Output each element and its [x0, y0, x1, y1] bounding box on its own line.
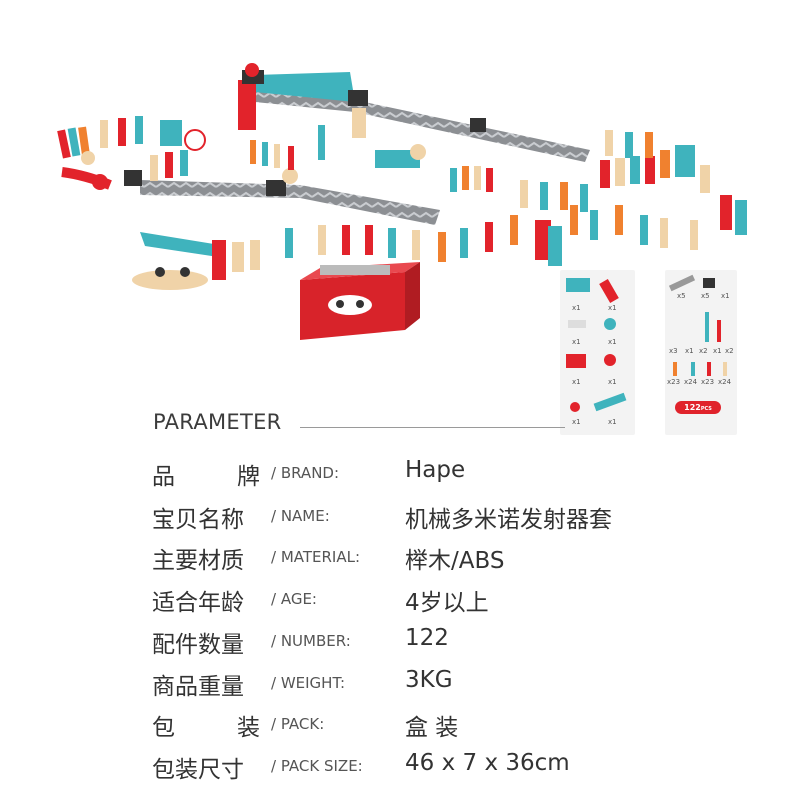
red-domino-thumb — [717, 320, 721, 342]
ball-piece-thumb — [570, 402, 580, 412]
qty-label: x23 — [667, 378, 681, 386]
section-title: PARAMETER — [153, 410, 282, 434]
ramp-piece-thumb — [599, 278, 619, 304]
param-label-en: / NUMBER: — [271, 632, 351, 650]
param-row-pack-size: 包装尺寸 / PACK SIZE: 46 x 7 x 36cm — [0, 750, 800, 788]
qty-label: x2 — [699, 347, 708, 355]
param-value: 122 — [405, 625, 449, 651]
param-label-zh: 品 牌 — [152, 457, 260, 491]
label-char: 牌 — [237, 464, 260, 490]
domino-row-lower — [232, 205, 698, 272]
param-value: 4岁以上 — [405, 590, 489, 616]
track-piece-thumb — [593, 392, 627, 412]
tall-domino-thumb — [705, 312, 709, 342]
param-label-zh: 宝贝名称 — [152, 507, 244, 533]
badge-count: 122 — [684, 403, 701, 412]
param-label-en: / BRAND: — [271, 464, 340, 482]
qty-label: x5 — [677, 292, 686, 300]
domino-row-center — [150, 125, 493, 192]
qty-label: x23 — [701, 378, 715, 386]
qty-label: x3 — [669, 347, 678, 355]
label-char: 包 — [152, 715, 175, 741]
domino-thumb — [707, 362, 711, 376]
param-label-en: / WEIGHT: — [271, 674, 346, 692]
connector-thumb — [703, 278, 715, 288]
qty-label: x1 — [608, 304, 617, 312]
divider — [300, 427, 565, 428]
param-label-zh: 适合年龄 — [152, 590, 244, 616]
param-row-number: 配件数量 / NUMBER: 122 — [0, 625, 800, 663]
param-label-zh: 商品重量 — [152, 674, 244, 700]
qty-label: x1 — [572, 338, 581, 346]
cog-piece-thumb — [604, 318, 616, 330]
pin-piece-thumb — [604, 354, 616, 366]
pieces-card-left: x1 x1 x1 x1 x1 x1 x1 x1 — [560, 270, 635, 435]
upper-ramp — [238, 63, 590, 162]
param-label-en: / PACK SIZE: — [271, 757, 363, 775]
launcher-piece-thumb — [566, 278, 590, 292]
qty-label: x1 — [572, 418, 581, 426]
param-value: 榉木/ABS — [405, 548, 505, 574]
param-label-zh: 主要材质 — [152, 548, 244, 574]
qty-label: x1 — [572, 378, 581, 386]
param-label-en: / PACK: — [271, 715, 325, 733]
qty-label: x1 — [608, 418, 617, 426]
domino-thumb — [673, 362, 677, 376]
lower-ramp — [124, 168, 440, 225]
qty-label: x24 — [718, 378, 732, 386]
param-value: 3KG — [405, 667, 453, 693]
param-label-en: / AGE: — [271, 590, 317, 608]
param-label-en: / MATERIAL: — [271, 548, 361, 566]
param-value: 机械多米诺发射器套 — [405, 507, 612, 533]
param-value: 46 x 7 x 36cm — [405, 750, 570, 776]
param-label-en: / NAME: — [271, 507, 330, 525]
product-illustration: x1 x1 x1 x1 x1 x1 x1 x1 x5 x5 x1 x3 x1 x… — [57, 63, 747, 435]
domino-thumb — [691, 362, 695, 376]
domino-thumb — [723, 362, 727, 376]
launcher-arm — [132, 232, 226, 290]
domino-set-drawing — [57, 63, 747, 340]
param-row-pack: 包 装 / PACK: 盒 装 — [0, 708, 800, 746]
qty-label: x2 — [725, 347, 734, 355]
long-track-thumb — [668, 274, 696, 292]
param-row-brand: 品 牌 / BRAND: Hape — [0, 457, 800, 495]
qty-label: x1 — [608, 338, 617, 346]
param-label-zh: 包装尺寸 — [152, 757, 244, 783]
qty-label: x5 — [701, 292, 710, 300]
arm-piece-thumb — [568, 320, 586, 328]
param-row-age: 适合年龄 / AGE: 4岁以上 — [0, 583, 800, 621]
param-row-name: 宝贝名称 / NAME: 机械多米诺发射器套 — [0, 500, 800, 538]
param-row-weight: 商品重量 / WEIGHT: 3KG — [0, 667, 800, 705]
left-cluster — [57, 116, 206, 190]
label-char: 装 — [237, 715, 260, 741]
badge-suffix: PCS — [700, 406, 712, 412]
domino-row-right — [520, 130, 747, 235]
robot-piece-thumb — [566, 354, 586, 368]
param-value: 盒 装 — [405, 715, 459, 741]
qty-label: x1 — [713, 347, 722, 355]
qty-label: x1 — [721, 292, 730, 300]
label-char: 品 — [152, 464, 175, 490]
robot-box — [300, 262, 420, 340]
qty-label: x1 — [572, 304, 581, 312]
param-row-material: 主要材质 / MATERIAL: 榉木/ABS — [0, 541, 800, 579]
pieces-card-right: x5 x5 x1 x3 x1 x2 x1 x2 x23 x24 x23 x24 … — [665, 270, 737, 435]
qty-label: x24 — [684, 378, 698, 386]
qty-label: x1 — [608, 378, 617, 386]
param-label-zh: 包 装 — [152, 708, 260, 742]
total-pieces-badge: 122PCS — [675, 401, 721, 414]
param-label-zh: 配件数量 — [152, 632, 244, 658]
param-value: Hape — [405, 457, 466, 483]
qty-label: x1 — [685, 347, 694, 355]
